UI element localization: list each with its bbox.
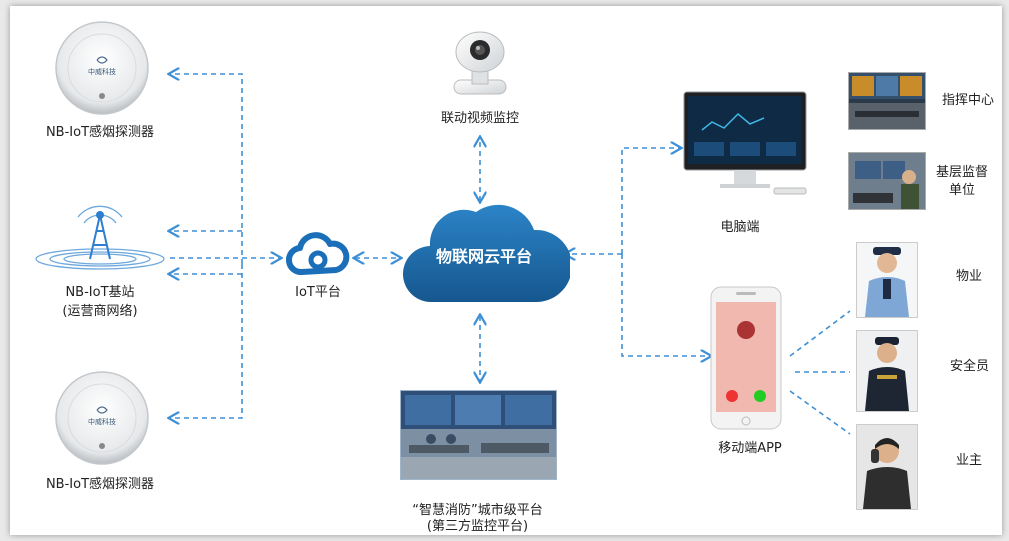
pc-client <box>682 90 812 200</box>
smoke-detector-top-label: NB-IoT感烟探测器 <box>45 125 155 140</box>
video-monitor-label: 联动视频监控 <box>440 111 519 126</box>
computer-icon <box>683 91 807 195</box>
line-mobile-owner <box>789 390 851 435</box>
device-brand: 中威科技 <box>88 68 116 76</box>
owner-photo <box>856 424 918 510</box>
camera-icon <box>453 31 507 95</box>
base-station-icon <box>35 205 165 270</box>
grassroots-unit-sublabel: 单位 <box>948 183 975 198</box>
arrow-to-pc <box>621 148 680 254</box>
smoke-detector-top: 中威科技 <box>52 18 152 118</box>
grassroots-unit-label: 基层监督 <box>935 165 988 180</box>
command-center-photo <box>848 72 926 130</box>
arrow-to-detector-top <box>170 74 243 264</box>
command-center-label: 指挥中心 <box>942 93 995 108</box>
mobile-app-label: 移动端APP <box>718 441 782 456</box>
grassroots-unit-photo <box>848 152 926 210</box>
arrow-to-mobile <box>621 254 710 356</box>
pc-client-label: 电脑端 <box>720 220 760 235</box>
city-platform-screen <box>400 390 557 480</box>
phone-icon <box>710 286 782 430</box>
cloud-platform-label: 物联网云平台 <box>435 247 532 266</box>
security-guard-label: 安全员 <box>950 359 990 374</box>
line-mobile-property <box>789 310 851 357</box>
smoke-detector-bottom-label: NB-IoT感烟探测器 <box>45 477 155 492</box>
video-camera <box>446 28 514 102</box>
base-station-label: NB-IoT基站 <box>65 285 135 300</box>
base-station-sublabel: (运营商网络) <box>62 304 138 319</box>
city-platform-sublabel: (第三方监控平台) <box>426 519 529 534</box>
smoke-detector-icon <box>55 21 149 115</box>
cloud-platform-node: 物联网云平台 <box>398 196 573 314</box>
city-platform-label: “智慧消防”城市级平台 <box>412 503 543 518</box>
smoke-detector-bottom: 中威科技 <box>52 368 152 468</box>
mobile-phone <box>710 286 782 430</box>
security-guard-image <box>865 337 909 411</box>
property-person-image <box>865 247 909 317</box>
property-photo <box>856 242 918 318</box>
smoke-detector-icon <box>55 371 149 465</box>
iot-platform-node <box>282 232 354 282</box>
owner-person-image <box>863 438 911 509</box>
device-brand: 中威科技 <box>88 418 116 426</box>
iot-platform-label: IoT平台 <box>295 285 341 300</box>
supervision-image <box>849 153 925 209</box>
property-label: 物业 <box>956 269 983 284</box>
base-station <box>28 201 168 281</box>
cloud-icon <box>402 204 573 303</box>
owner-label: 业主 <box>956 453 983 468</box>
connector-layer <box>10 6 851 435</box>
diagram-canvas: 中威科技 NB-IoT感烟探测器 NB-IoT基站 (运营商网络) <box>10 6 1002 535</box>
command-center-image <box>849 73 925 129</box>
security-guard-photo <box>856 330 918 412</box>
control-room-image <box>401 391 556 479</box>
cloud-ring-icon <box>286 232 350 276</box>
arrow-to-detector-bottom <box>170 264 243 418</box>
